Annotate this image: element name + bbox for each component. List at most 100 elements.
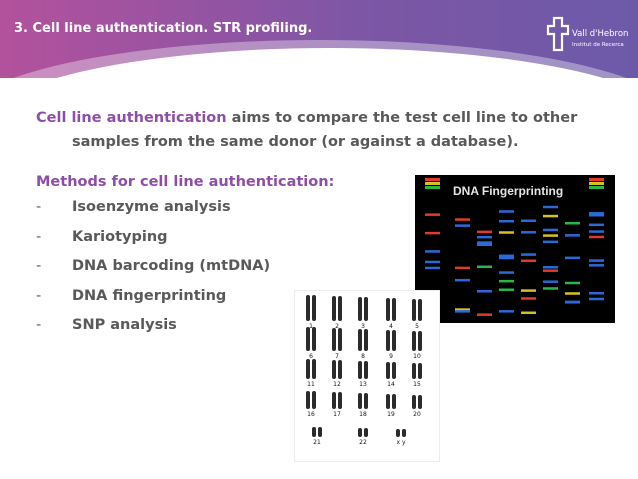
- gel-band: [543, 240, 558, 244]
- list-dash: -: [36, 317, 42, 333]
- gel-band: [543, 214, 558, 218]
- gel-band: [543, 234, 558, 237]
- chromosome: [418, 363, 422, 379]
- chromosome-number: 14: [387, 381, 395, 388]
- gel-band: [477, 241, 492, 244]
- ladder-band: [425, 178, 440, 181]
- gel-band: [477, 235, 492, 239]
- chromosome: [338, 296, 342, 321]
- slide-title: 3. Cell line authentication. STR profili…: [14, 21, 313, 36]
- chromosome-number: 6: [309, 353, 313, 360]
- lead-text-1: aims to compare the test cell line to ot…: [226, 110, 578, 126]
- methods-title: Methods for cell line authentication:: [36, 174, 335, 190]
- gel-band: [499, 279, 514, 283]
- chromosome: [412, 331, 416, 351]
- gel-band: [565, 256, 580, 260]
- chromosome: [338, 360, 342, 379]
- chromosome-number: 9: [389, 353, 393, 360]
- lead-highlight: Cell line authentication: [36, 110, 227, 126]
- ladder-band: [589, 182, 604, 185]
- gel-band: [425, 260, 440, 264]
- chromosome-number: 12: [333, 381, 341, 388]
- gel-band: [589, 230, 604, 233]
- gel-band: [521, 253, 536, 256]
- gel-band: [455, 278, 470, 282]
- methods-list: -Isoenzyme analysis -Kariotyping -DNA ba…: [36, 193, 596, 341]
- chromosome: [386, 298, 390, 321]
- chromosome: [338, 328, 342, 351]
- chromosome: [418, 331, 422, 351]
- logo-name: Vall d'Hebron: [572, 29, 629, 39]
- chromosome-number: 21: [313, 439, 321, 446]
- chromosome: [418, 395, 422, 409]
- gel-band: [589, 297, 604, 301]
- chromosome: [358, 329, 362, 351]
- chromosome: [358, 297, 362, 321]
- gel-band: [521, 219, 536, 223]
- gel-band: [521, 231, 536, 234]
- gel-band: [589, 223, 604, 227]
- chromosome-number: 5: [415, 323, 419, 330]
- list-dash: -: [36, 287, 42, 304]
- slide-body: Cell line authentication aims to compare…: [36, 106, 596, 341]
- gel-band: [521, 289, 536, 292]
- ladder-band: [425, 186, 440, 189]
- gel-band: [521, 259, 536, 263]
- chromosome: [418, 299, 422, 321]
- gel-band: [477, 230, 492, 234]
- gel-band: [543, 280, 558, 283]
- list-item: -SNP analysis: [36, 311, 596, 341]
- chromosome: [364, 428, 368, 437]
- gel-band: [455, 224, 470, 227]
- gel-band: [521, 311, 536, 315]
- lead-text-2: samples from the same donor (or against …: [72, 134, 519, 150]
- chromosome-number: 13: [359, 381, 367, 388]
- gel-band: [425, 231, 440, 235]
- chromosome-number: 17: [333, 411, 341, 418]
- chromosome-number: 15: [413, 381, 421, 388]
- chromosome: [412, 395, 416, 409]
- gel-band: [543, 205, 558, 209]
- method-label: DNA fingerprinting: [72, 287, 227, 304]
- chromosome: [364, 361, 368, 379]
- chromosome: [392, 362, 396, 379]
- list-dash: -: [36, 228, 42, 245]
- chromosome: [392, 298, 396, 321]
- ladder-band: [589, 178, 604, 181]
- gel-band: [455, 218, 470, 221]
- chromosome: [312, 327, 316, 351]
- chromosome: [332, 328, 336, 351]
- chromosome: [332, 360, 336, 379]
- gel-band: [477, 243, 492, 247]
- gel-band: [499, 231, 514, 234]
- chromosome-number: 22: [359, 439, 367, 446]
- gel-band: [455, 266, 470, 270]
- gel-band: [499, 210, 514, 213]
- chromosome: [358, 361, 362, 379]
- method-label: Isoenzyme analysis: [72, 199, 231, 215]
- gel-band: [499, 256, 514, 260]
- chromosome: [364, 297, 368, 321]
- gel-band: [565, 281, 580, 285]
- chromosome: [312, 391, 316, 409]
- gel-band: [543, 265, 558, 269]
- gel-band: [425, 213, 440, 216]
- chromosome-number: x y: [396, 439, 405, 446]
- institute-logo: Vall d'Hebron Institut de Recerca: [546, 16, 629, 56]
- chromosome-number: 3: [361, 323, 365, 330]
- cross-shape-icon: [546, 16, 570, 52]
- gel-band: [499, 310, 514, 313]
- chromosome: [392, 394, 396, 409]
- chromosome: [332, 296, 336, 321]
- gel-band: [565, 234, 580, 237]
- chromosome: [306, 359, 310, 379]
- gel-band: [425, 250, 440, 253]
- gel-band: [589, 212, 604, 215]
- gel-band: [455, 308, 470, 311]
- chromosome: [364, 329, 368, 351]
- gel-band: [477, 313, 492, 316]
- chromosome: [312, 295, 316, 321]
- chromosome: [396, 429, 400, 437]
- chromosome-number: 8: [361, 353, 365, 360]
- chromosome: [386, 362, 390, 379]
